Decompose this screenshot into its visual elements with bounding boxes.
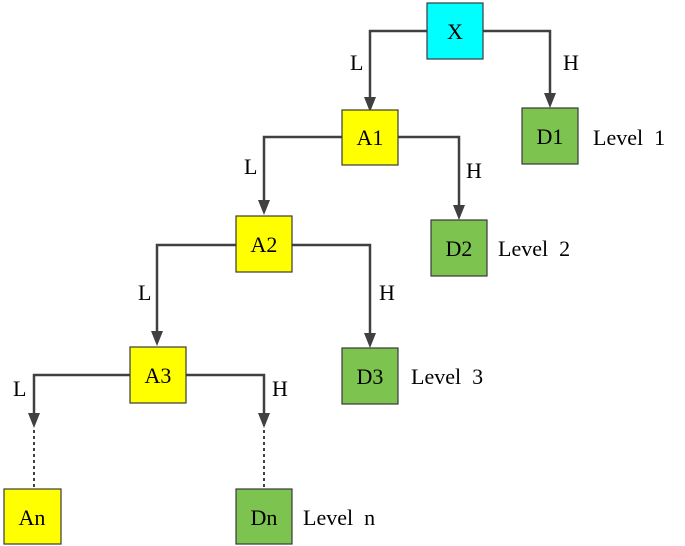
node-a1: A1 — [341, 109, 399, 166]
node-d3-box — [341, 347, 399, 405]
edge-label-a2-a3: L — [138, 280, 151, 305]
node-a1-box — [341, 109, 399, 166]
edge-label-a1-a2: L — [244, 154, 257, 179]
node-x: X — [426, 2, 484, 60]
node-d2-box — [430, 219, 488, 277]
node-a3-label: A3 — [145, 363, 172, 388]
arrow-a3-dn — [258, 413, 270, 428]
node-d3-label: D3 — [357, 364, 384, 389]
node-a3-box — [129, 346, 187, 404]
arrow-a2-d3 — [364, 333, 376, 348]
level-n-label: Level n — [303, 505, 375, 530]
level-3-label: Level 3 — [411, 364, 483, 389]
node-an-label: An — [19, 505, 46, 530]
edge-x-a1 — [368, 29, 427, 108]
arrow-a1-d2 — [453, 205, 465, 220]
level-2-label: Level 2 — [498, 236, 570, 261]
node-d1-box — [521, 107, 579, 165]
edge-a1-d2 — [398, 135, 461, 212]
node-d1-label: D1 — [537, 124, 564, 149]
node-a2-label: A2 — [251, 232, 278, 257]
node-x-label: X — [447, 19, 463, 44]
edge-a3-dn — [186, 373, 266, 416]
node-d2: D2 — [430, 219, 488, 277]
edge-label-a2-d3: H — [379, 280, 395, 305]
edge-label-x-a1: L — [350, 50, 363, 75]
edge-label-x-d1: H — [563, 50, 579, 75]
node-an-box — [3, 488, 62, 545]
arrow-a3-an — [28, 413, 40, 428]
node-a3: A3 — [129, 346, 187, 404]
edge-label-a3-dn: H — [272, 376, 288, 401]
edge-label-a1-d2: H — [466, 158, 482, 183]
node-x-box — [426, 2, 484, 60]
node-d2-label: D2 — [446, 236, 473, 261]
edge-a3-an — [32, 373, 130, 416]
edge-a2-d3 — [292, 243, 372, 341]
arrow-a2-a3 — [151, 331, 163, 346]
edge-a2-a3 — [155, 243, 236, 338]
node-dn-label: Dn — [251, 505, 278, 530]
arrow-x-d1 — [544, 93, 556, 108]
node-dn-box — [235, 488, 293, 545]
node-a2-box — [235, 215, 293, 273]
node-dn: Dn — [235, 488, 293, 545]
node-d1: D1 — [521, 107, 579, 165]
edge-x-d1 — [483, 29, 552, 103]
node-d3: D3 — [341, 347, 399, 405]
arrow-a1-a2 — [258, 200, 270, 215]
level-1-label: Level 1 — [593, 125, 665, 150]
node-a2: A2 — [235, 215, 293, 273]
node-an: An — [3, 488, 62, 545]
node-a1-label: A1 — [357, 125, 384, 150]
arrow-x-a1 — [364, 97, 376, 112]
edge-a1-a2 — [262, 135, 342, 208]
edge-label-a3-an: L — [13, 376, 26, 401]
